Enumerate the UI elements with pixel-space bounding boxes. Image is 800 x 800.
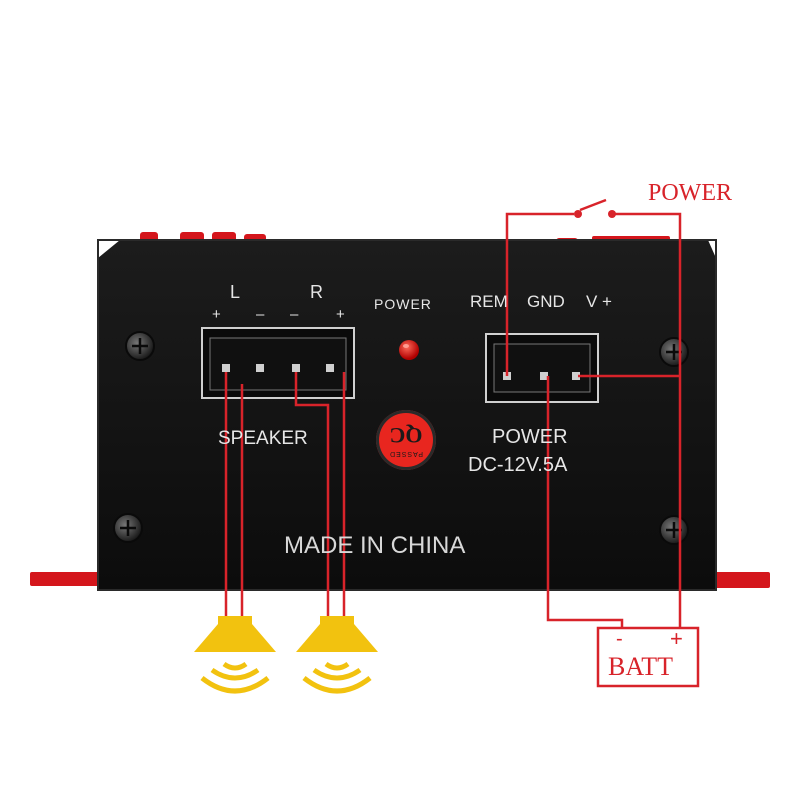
label-vplus: V + (586, 292, 612, 311)
screw-icon (659, 515, 689, 545)
label-battery-plus: + (670, 626, 683, 651)
screw-icon (125, 331, 155, 361)
qc-sticker: QC PASSED (376, 410, 436, 470)
switch-icon (574, 198, 616, 218)
speaker-terminal-block (201, 327, 355, 399)
label-made-in: MADE IN CHINA (284, 532, 466, 559)
qc-mark: QC (389, 423, 423, 448)
label-power-input: POWER (492, 426, 568, 448)
label-rem: REM (470, 292, 508, 311)
label-left-plus: + (212, 306, 221, 323)
screw-icon (659, 337, 689, 367)
screw-icon (113, 513, 143, 543)
label-right-minus: – (290, 306, 299, 323)
panel-edge-highlight (97, 239, 717, 591)
power-led (399, 340, 419, 360)
label-power-switch: POWER (648, 180, 732, 206)
label-channel-right: R (310, 282, 323, 302)
power-wires (505, 212, 682, 630)
power-terminal-block (485, 333, 599, 403)
speaker-wires (224, 372, 346, 620)
label-battery-minus: - (616, 628, 623, 650)
label-speaker: SPEAKER (218, 428, 308, 449)
label-left-minus: – (256, 306, 265, 323)
label-power-led: POWER (374, 296, 432, 312)
label-rating: DC-12V.5A (468, 454, 568, 476)
label-battery: BATT (608, 652, 673, 681)
speaker-icon (296, 616, 378, 694)
label-gnd: GND (527, 292, 565, 311)
speaker-icon (194, 616, 276, 694)
label-channel-left: L (230, 282, 241, 302)
label-right-plus: + (336, 306, 345, 323)
qc-passed: PASSED (389, 450, 423, 457)
battery-icon (596, 626, 700, 688)
